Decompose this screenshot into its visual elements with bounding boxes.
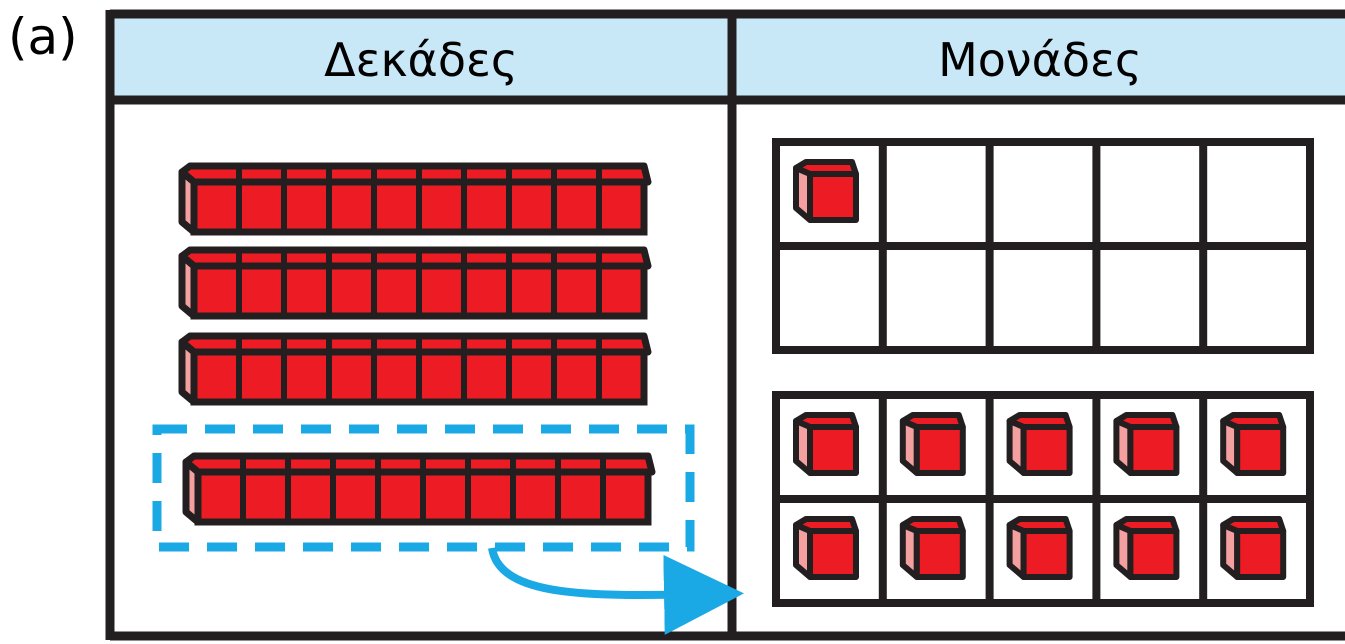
unit-cube (903, 519, 963, 577)
tens-rod (182, 336, 648, 402)
ten-frames (776, 142, 1310, 603)
unit-cube (1010, 519, 1070, 577)
tens-rod (182, 250, 648, 316)
unit-cube (1116, 519, 1176, 577)
unit-cube (1223, 519, 1283, 577)
ten-frame (776, 395, 1310, 603)
header-tens: Δεκάδες (324, 33, 518, 87)
tens-rod (186, 456, 652, 522)
unit-cube (903, 415, 963, 473)
header-ones: Μονάδες (938, 33, 1142, 87)
unit-cube (1116, 415, 1176, 473)
tens-rods (182, 166, 652, 522)
regroup-arrow (492, 548, 712, 595)
tens-rod (182, 166, 648, 232)
unit-cube (796, 415, 856, 473)
ten-frame (776, 142, 1310, 350)
unit-cube (1010, 415, 1070, 473)
unit-cube (796, 162, 856, 220)
unit-cube (796, 519, 856, 577)
unit-cube (1223, 415, 1283, 473)
